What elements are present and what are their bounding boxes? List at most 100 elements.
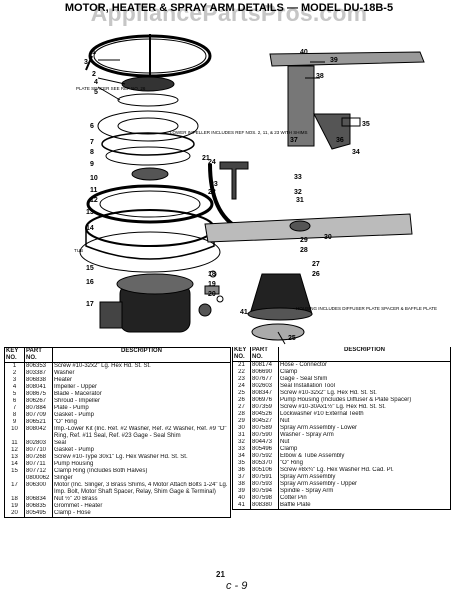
callout-8: 8 [90,149,94,156]
description-cell: Elbow & Tube Assembly [280,453,345,459]
callout-5: 5 [94,89,98,96]
part-no-cell: 806834 [24,496,53,503]
part-no-cell: 808042 [24,426,53,440]
callout-27: 27 [312,261,320,268]
key-no-cell: 41 [232,502,251,510]
part-no-cell: 808347 [250,390,279,397]
callout-29: 29 [300,237,308,244]
callout-9: 9 [90,161,94,168]
handwritten-mark: c - 9 [226,580,248,592]
key-no-cell: 7 [4,405,25,412]
key-no-cell: 32 [232,439,251,446]
key-no-cell: 9 [4,419,25,426]
part-no-cell: 805370 [250,460,279,467]
callout-34: 34 [352,149,360,156]
key-no-cell: 27 [232,404,251,411]
description-cell: Screw #10-30Ax1½" Lg. Hex Hd. St. St. [280,404,386,410]
callout-2: 2 [92,71,96,78]
key-no-cell: 34 [232,453,251,460]
table-header-row: KEY NO. PART NO. DESCRIPTION [232,347,451,362]
description-cell: Gasket - Pump [54,412,95,418]
callout-22: 22 [208,189,216,196]
key-no-cell: 25 [232,390,251,397]
key-no-cell: 6 [4,398,25,405]
callout-23: 23 [210,181,218,188]
description-cell: Plate - Pump [54,405,89,411]
part-no-cell: 807884 [24,405,53,412]
description-cell: Gage - Seal Shim [280,376,328,382]
key-no-cell: 22 [232,369,251,376]
key-no-cell: 12 [4,447,25,454]
part-no-cell: 806353 [24,362,53,370]
callout-19: 19 [208,281,216,288]
part-no-header: PART NO. [24,347,53,363]
key-no-cell: 17 [4,482,25,496]
description-cell: Screw #10-Type 30x1" Lg. Hex Washer Hd. … [54,454,188,460]
table-header-row: KEY NO. PART NO. DESCRIPTION [4,347,231,363]
callout-35: 35 [362,121,370,128]
part-no-cell: 807359 [250,404,279,411]
callout-13: 13 [86,209,94,216]
description-cell: Clamp [280,369,298,375]
key-no-cell: 10 [4,426,25,440]
description-cell: Lockwasher #10 External Teeth [280,411,364,417]
callout-21: 21 [202,155,210,162]
description-cell: Blade - Macerator [54,391,102,397]
part-no-cell: 803387 [24,370,53,377]
housing-note: HOUSING INCLUDES DIFFUSER PLATE SPACER &… [296,306,437,311]
part-no-cell: 808380 [250,502,279,510]
key-no-cell: 28 [232,411,251,418]
part-no-cell: 804527 [250,418,279,425]
part-no-cell: 805496 [250,446,279,453]
callout-40: 40 [300,49,308,56]
key-no-cell: 31 [232,432,251,439]
key-no-cell: 18 [4,496,25,503]
description-cell: Cotter Pin [280,495,307,501]
exploded-parts-diagram: PLATE SPACER SEE REF NO. 26 LOWER IMPELL… [74,34,437,345]
description-cell: "O" Ring [54,419,77,425]
page-title: MOTOR, HEATER & SPRAY ARM DETAILS — MODE… [64,2,394,14]
callout-20: 20 [208,291,216,298]
key-no-header: KEY NO. [4,347,25,363]
part-no-cell: 807590 [250,432,279,439]
part-no-cell: 806690 [250,369,279,376]
description-cell: Impeller - Upper [54,384,98,390]
part-no-cell: 808675 [24,391,53,398]
part-no-cell: 805495 [24,510,53,518]
callout-30: 30 [324,234,332,241]
description-cell: Spray Arm Assembly - Lower [280,425,358,431]
callout-14: 14 [86,225,94,232]
callout-39: 39 [330,57,338,64]
callout-18: 18 [208,271,216,278]
description-header: DESCRIPTION [278,347,451,362]
description-cell: Shroud - Impeller [54,398,101,404]
part-no-cell: 807711 [24,461,53,468]
part-no-cell: 807709 [24,412,53,419]
description-cell: Spray Arm Assembly - Upper [280,481,358,487]
part-no-cell: 806300 [24,482,53,496]
key-no-cell: 36 [232,467,251,474]
key-no-cell: 5 [4,391,25,398]
description-cell: Clamp Ring (Includes Both Halves) [54,468,148,474]
tub-note: TUB [74,248,83,253]
callout-24: 24 [208,159,216,166]
key-no-cell: 24 [232,383,251,390]
key-no-cell: 38 [232,481,251,488]
